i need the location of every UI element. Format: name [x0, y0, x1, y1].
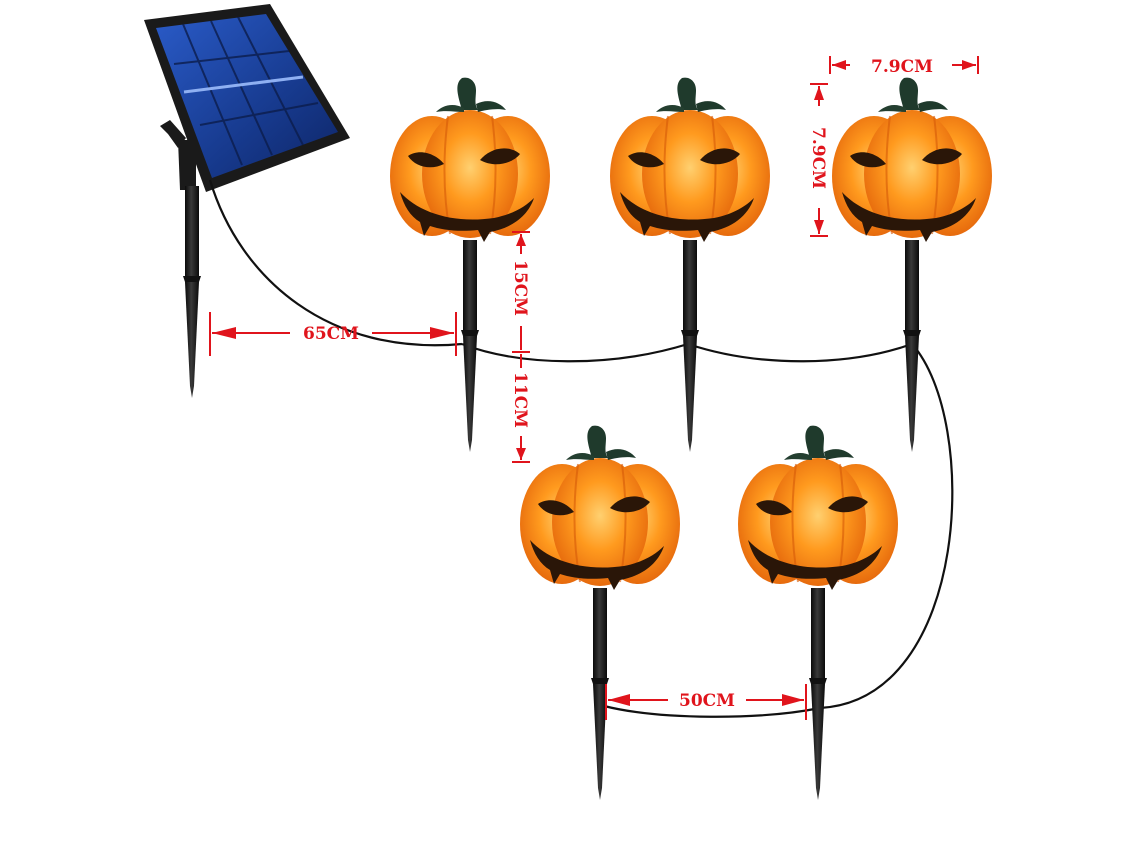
solar-panel-icon: [144, 4, 350, 398]
dimension-annotations: 65CM 15CM 11CM 7.9CM 7.9CM: [209, 56, 979, 720]
pumpkin-stake-3: [831, 76, 993, 452]
jack-o-lantern-icon: [519, 424, 681, 591]
dimension-label-15cm: 15CM: [510, 260, 530, 316]
jack-o-lantern-icon: [831, 76, 993, 244]
jack-o-lantern-icon: [609, 76, 771, 244]
dimension-label-width: 7.9CM: [871, 57, 933, 77]
jack-o-lantern-icon: [737, 424, 899, 591]
pumpkin-stake-5: [737, 424, 899, 800]
cable: [208, 179, 954, 718]
dimension-label-11cm: 11CM: [510, 372, 530, 428]
pumpkin-stake-4: [519, 424, 681, 800]
jack-o-lantern-icon: [389, 76, 551, 244]
dimension-label-65cm: 65CM: [303, 324, 359, 344]
dimension-label-height: 7.9CM: [808, 127, 828, 189]
dimension-label-50cm: 50CM: [679, 691, 735, 711]
pumpkin-stake-2: [609, 76, 771, 452]
